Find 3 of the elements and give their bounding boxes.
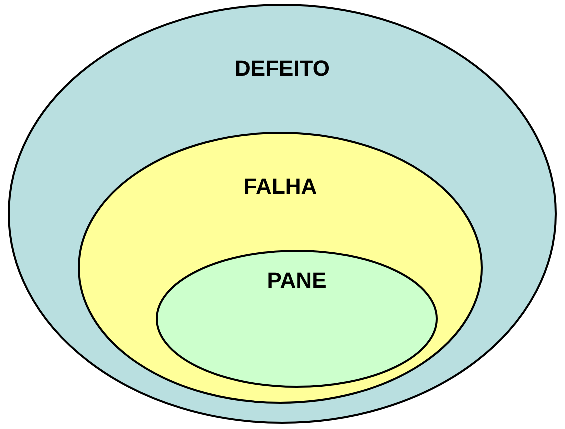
region-label: FALHA <box>244 174 318 200</box>
region-label: DEFEITO <box>235 56 330 82</box>
region-label: PANE <box>267 268 327 294</box>
